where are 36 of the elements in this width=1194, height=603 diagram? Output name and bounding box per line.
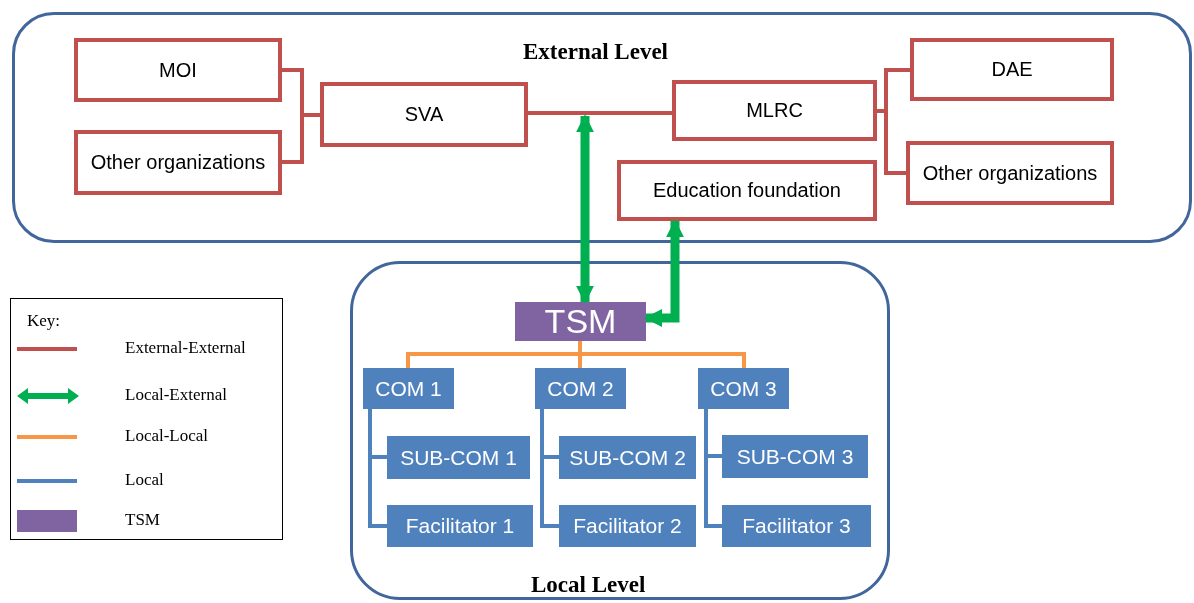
legend-title: Key: xyxy=(27,311,61,331)
organization-box: Other organizations xyxy=(906,141,1114,205)
committee-box: Facilitator 3 xyxy=(722,505,871,547)
level-title: Local Level xyxy=(531,572,646,598)
legend-label: Local xyxy=(125,470,164,490)
connector-line xyxy=(528,111,672,115)
organization-box: MOI xyxy=(74,38,282,102)
connector-line xyxy=(578,341,746,368)
committee-box: Facilitator 2 xyxy=(559,505,696,547)
organization-box: MLRC xyxy=(672,80,877,141)
double-arrow xyxy=(644,219,684,327)
level-frame xyxy=(12,12,1192,243)
organization-box: DAE xyxy=(910,38,1114,101)
committee-box: COM 1 xyxy=(363,368,454,409)
connector-line xyxy=(540,409,559,528)
organization-box: Education foundation xyxy=(617,160,877,221)
connector-line xyxy=(704,409,722,528)
organization-box: SVA xyxy=(320,82,528,147)
double-arrow xyxy=(576,114,594,304)
legend-label: External-External xyxy=(125,338,246,358)
legend-label: TSM xyxy=(125,510,160,530)
connector-line xyxy=(368,409,387,528)
tsm-box: TSM xyxy=(515,302,646,341)
committee-box: SUB-COM 1 xyxy=(387,436,530,479)
committee-box: SUB-COM 3 xyxy=(722,435,868,478)
committee-box: SUB-COM 2 xyxy=(559,436,696,479)
legend-label: Local-External xyxy=(125,385,227,405)
committee-box: COM 2 xyxy=(535,368,626,409)
level-title: External Level xyxy=(523,39,668,65)
connector-line xyxy=(282,113,320,164)
committee-box: COM 3 xyxy=(698,368,789,409)
committee-box: Facilitator 1 xyxy=(387,505,533,547)
legend-label: Local-Local xyxy=(125,426,209,446)
organization-box: Other organizations xyxy=(74,130,282,195)
connector-line xyxy=(877,109,906,175)
level-frame xyxy=(350,261,890,600)
